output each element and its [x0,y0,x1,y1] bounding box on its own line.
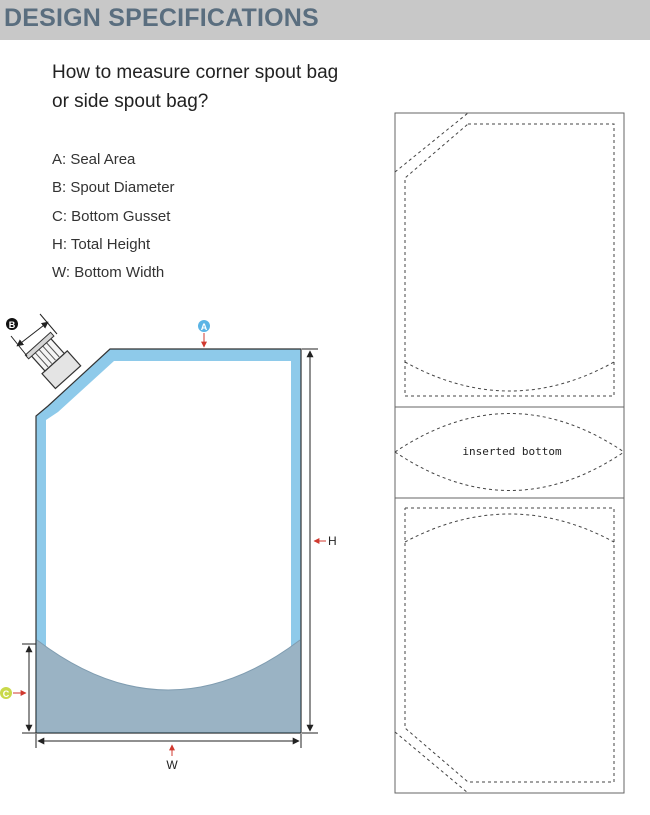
marker-seal-area: A [198,320,210,348]
legend-item-bottom-width: W: Bottom Width [52,264,165,282]
legend-item-bottom-gusset: C: Bottom Gusset [52,207,171,225]
panel-frame [394,112,625,794]
spout-cap [24,331,82,390]
intro-question: How to measure corner spout bag or side … [52,62,339,112]
dimension-spout-diameter: B [6,313,58,357]
dimension-bottom-gusset: C [0,643,36,734]
legend-item-total-height: H: Total Height [52,235,151,253]
dimension-legend: A: Seal Area B: Spout Diameter C: Bottom… [52,146,175,287]
marker-a [198,320,210,332]
legend-item-seal-area: A: Seal Area [52,151,136,168]
spout-pouch [24,331,302,734]
inserted-bottom-label: inserted bottom [462,445,562,458]
marker-h-label: H [328,534,337,548]
marker-w-label: W [166,758,178,772]
dimension-total-height: H [302,348,337,734]
inner-bag [46,361,291,725]
marker-b [6,318,18,330]
gusset-curve [36,639,301,691]
panel-layout [394,112,625,794]
dimension-bottom-width: W [35,734,302,772]
header-banner: DESIGN SPECIFICATIONS [0,0,650,40]
marker-b-label: B [9,320,16,330]
marker-c-label: C [3,689,10,699]
legend-item-spout-diameter: B: Spout Diameter [52,179,175,197]
marker-c [0,687,12,699]
bottom-gusset-area [37,640,300,732]
page-title: DESIGN SPECIFICATIONS [4,4,319,32]
marker-a-label: A [201,322,208,332]
